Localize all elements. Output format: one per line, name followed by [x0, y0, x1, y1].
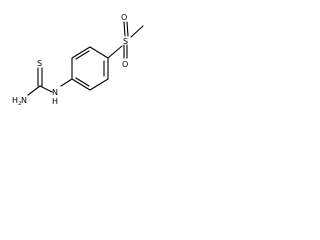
- structure-canvas: S O O S H 2 N N H: [0, 0, 150, 150]
- sulfonyl-oxygen-top-label: O: [121, 13, 127, 22]
- thione-sulfur-label: S: [37, 59, 42, 68]
- ring-double-bond-top-left: [75, 50, 90, 60]
- ring-bond-top-left: [71, 46, 91, 59]
- nh-hydrogen-label: H: [52, 97, 58, 106]
- ring-bond-bottom-left: [71, 78, 91, 91]
- sulfur-to-methyl-bond: [130, 25, 144, 38]
- ring-bond-top-right: [89, 46, 109, 59]
- ring-bond-bottom-right: [89, 78, 109, 91]
- sulfur-oxygen-top-bond-1: [123, 21, 126, 37]
- thiourea-group: S H 2 N N H: [12, 59, 73, 107]
- sulfonyl-sulfur-label: S: [123, 37, 128, 46]
- nh-to-carbon-bond: [39, 85, 53, 93]
- amine-nitrogen-label: N: [21, 96, 27, 105]
- methylsulfonyl-group: S O O: [107, 13, 144, 69]
- carbon-to-amine-bond: [27, 85, 41, 96]
- amine-hydrogen-label: H: [12, 96, 18, 105]
- nh-nitrogen-label: N: [52, 88, 58, 97]
- sulfonyl-oxygen-bottom-label: O: [122, 60, 128, 69]
- ring-to-sulfur-bond: [107, 45, 123, 59]
- ring-to-nh-bond: [60, 78, 73, 87]
- sulfur-oxygen-top-bond-2: [126, 21, 129, 37]
- ring-double-bond-bottom-left: [75, 77, 90, 87]
- molecule-structure: S O O S H 2 N N H: [12, 13, 144, 107]
- benzene-ring: [71, 46, 109, 91]
- amine-subscript-label: 2: [18, 101, 22, 107]
